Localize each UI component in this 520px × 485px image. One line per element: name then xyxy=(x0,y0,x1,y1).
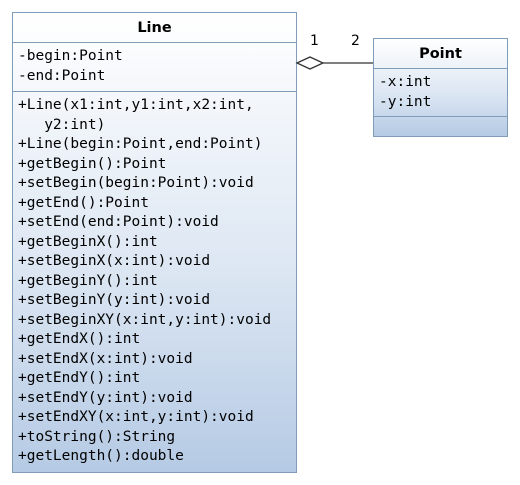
line-method: +getEndY():int xyxy=(18,370,141,386)
point-class-box[interactable]: Point -x:int -y:int xyxy=(373,38,508,137)
line-method: +getBeginX():int xyxy=(18,233,158,250)
line-method: +toString():String xyxy=(18,428,176,445)
line-method: +setEnd(end:Point):void xyxy=(18,214,219,230)
aggregation-diamond xyxy=(295,56,325,70)
line-method: +Line(begin:Point,end:Point) xyxy=(18,136,263,152)
line-method: +Line(x1:int,y1:int,x2:int, y2:int) xyxy=(18,97,254,133)
line-attributes-section: -begin:Point -end:Point xyxy=(13,43,296,92)
point-class-name: Point xyxy=(374,39,507,69)
point-attribute: -x:int xyxy=(379,74,432,90)
line-method: +setEndXY(x:int,y:int):void xyxy=(18,409,254,425)
line-method: +setEndY(y:int):void xyxy=(18,389,193,406)
line-method: +getEndX():int xyxy=(18,331,141,347)
line-attribute: -end:Point xyxy=(18,67,106,84)
line-method: +getLength():double xyxy=(18,448,184,464)
point-attribute: -y:int xyxy=(379,93,432,110)
line-method: +setBegin(begin:Point):void xyxy=(18,175,254,191)
line-method: +setBeginX(x:int):void xyxy=(18,253,211,269)
line-class-name: Line xyxy=(13,13,296,43)
line-method: +getBegin():Point xyxy=(18,155,167,172)
line-class-box[interactable]: Line -begin:Point -end:Point +Line(x1:in… xyxy=(12,12,297,473)
line-method: +setBeginXY(x:int,y:int):void xyxy=(18,311,272,328)
point-attributes-section: -x:int -y:int xyxy=(374,69,507,117)
line-methods-section: +Line(x1:int,y1:int,x2:int, y2:int) +Lin… xyxy=(13,92,296,467)
line-method: +setBeginY(y:int):void xyxy=(18,292,211,308)
line-method: +getBeginY():int xyxy=(18,272,158,289)
whole-multiplicity: 1 xyxy=(310,33,319,49)
line-attribute: -begin:Point xyxy=(18,48,123,64)
part-multiplicity: 2 xyxy=(351,33,360,49)
line-method: +setEndX(x:int):void xyxy=(18,350,193,367)
line-method: +getEnd():Point xyxy=(18,194,149,211)
